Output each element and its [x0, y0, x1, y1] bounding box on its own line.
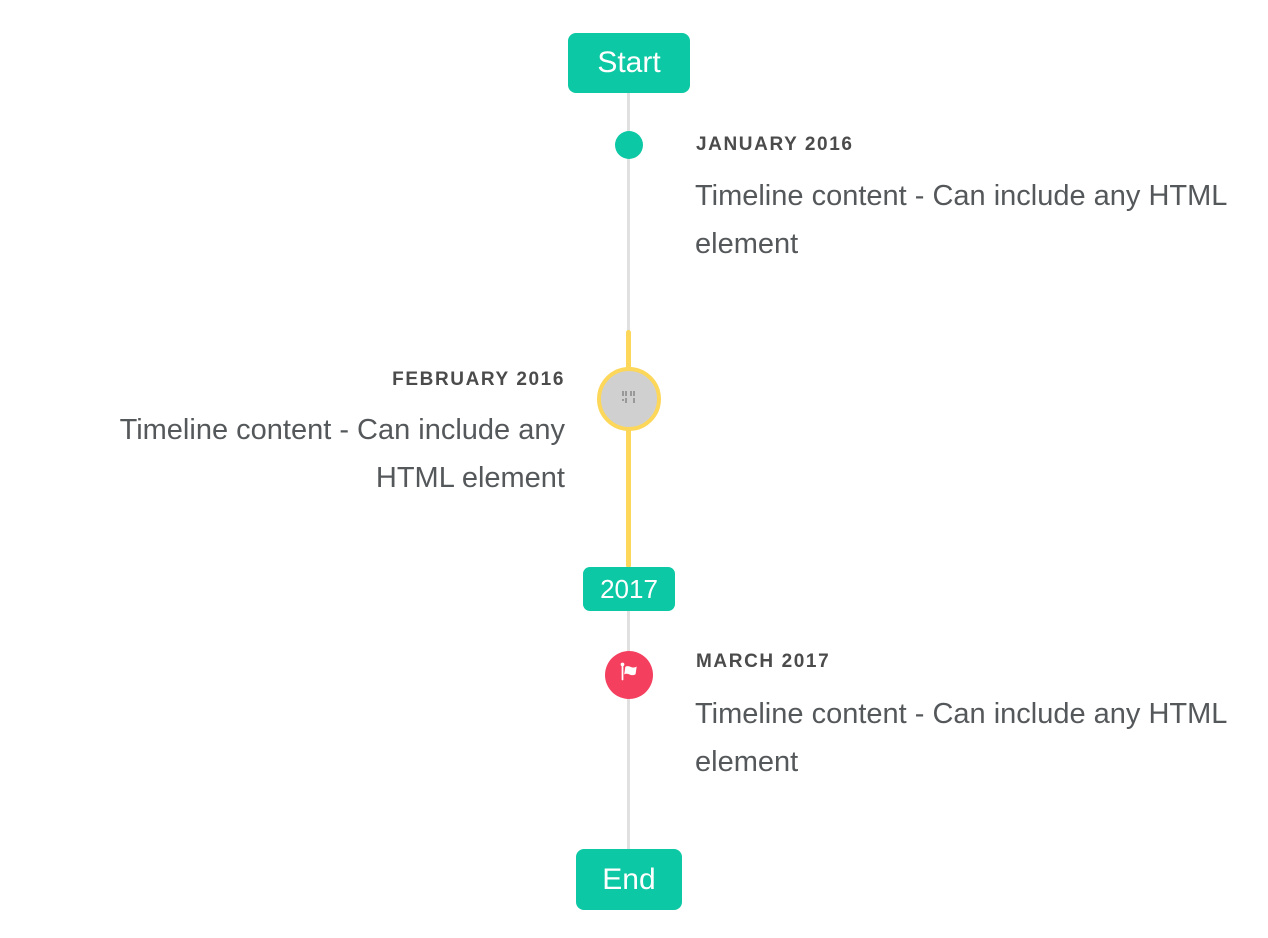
event-title-march: MARCH 2017 — [696, 651, 831, 672]
broken-image-icon — [619, 389, 639, 410]
start-button[interactable]: Start — [568, 33, 690, 93]
end-button[interactable]: End — [576, 849, 682, 910]
event-marker-february-image[interactable] — [597, 367, 661, 431]
event-content-february: Timeline content - Can include any HTML … — [119, 414, 565, 494]
year-badge-2017[interactable]: 2017 — [583, 567, 675, 611]
event-title-january: JANUARY 2016 — [696, 134, 854, 155]
event-content-march: Timeline content - Can include any HTML … — [695, 698, 1227, 778]
event-marker-january-dot[interactable] — [615, 131, 643, 159]
event-title-february: FEBRUARY 2016 — [392, 369, 565, 390]
event-marker-march-flag[interactable] — [605, 651, 653, 699]
timeline-highlight-segment — [626, 330, 631, 568]
event-content-january: Timeline content - Can include any HTML … — [695, 180, 1227, 260]
flag-icon — [616, 660, 642, 691]
